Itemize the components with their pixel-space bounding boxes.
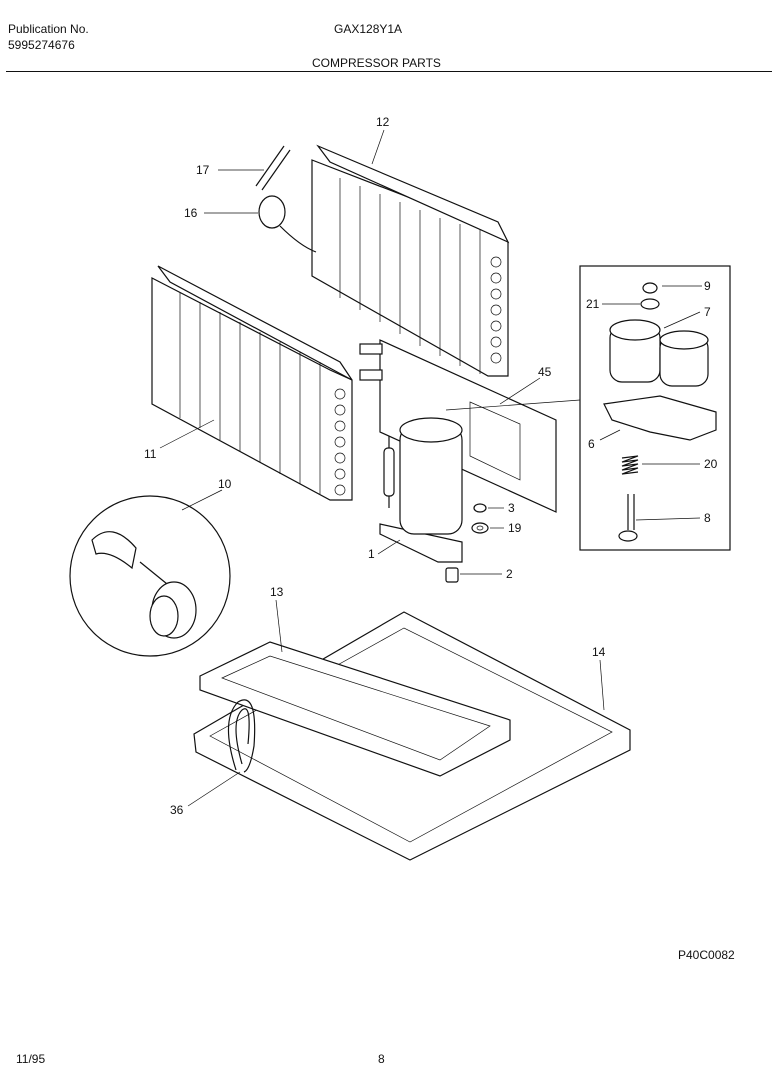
drain-pan-inner [221, 655, 491, 761]
nut-9 [642, 282, 658, 294]
callout-3: 3 [508, 501, 515, 515]
callout-12: 12 [376, 115, 390, 129]
callout-19: 19 [508, 521, 522, 535]
hose-36-inner [235, 708, 250, 765]
washer-19-hole [476, 525, 484, 531]
callout-2: 2 [506, 567, 513, 581]
capacitor-7 [609, 319, 709, 387]
callout-labels: 12 17 16 11 45 9 21 7 6 20 8 10 3 19 1 2… [144, 115, 718, 817]
publication-number: 5995274676 [8, 38, 75, 52]
grommet-3 [473, 503, 487, 513]
leader-lines [159, 129, 702, 807]
callout-45: 45 [538, 365, 552, 379]
callout-9: 9 [704, 279, 711, 293]
bolt-8 [618, 494, 638, 542]
tube-stub [359, 343, 383, 355]
clamp [91, 531, 137, 570]
motor-face [149, 595, 179, 637]
washer-21 [640, 298, 660, 310]
page-number: 8 [378, 1052, 385, 1066]
callout-10: 10 [218, 477, 232, 491]
header-rule [6, 71, 772, 72]
callout-7: 7 [704, 305, 711, 319]
tube-stub [359, 369, 383, 381]
callout-20: 20 [704, 457, 718, 471]
callout-16: 16 [184, 206, 198, 220]
bracket-6 [603, 395, 717, 441]
figure-code: P40C0082 [678, 948, 735, 962]
washer-19 [471, 522, 489, 534]
section-title: COMPRESSOR PARTS [312, 56, 441, 70]
compressor-1 [379, 417, 463, 563]
detail-inset-box [579, 265, 731, 551]
shroud-panel-45 [379, 339, 557, 513]
publication-label: Publication No. [8, 22, 89, 36]
callout-1: 1 [368, 547, 375, 561]
spring-20 [621, 455, 639, 475]
condenser-coil-12 [311, 144, 510, 377]
callout-6: 6 [588, 437, 595, 451]
capillary-tube-16-17 [255, 145, 317, 253]
callout-21: 21 [586, 297, 600, 311]
detail-circle-10 [69, 495, 231, 657]
drain-pan-13 [199, 641, 511, 777]
model-number: GAX128Y1A [334, 22, 403, 36]
evaporator-coil-11 [151, 265, 353, 501]
hose-36 [227, 699, 256, 773]
mount-2 [445, 567, 459, 583]
callout-11: 11 [144, 447, 157, 461]
callout-17: 17 [196, 163, 210, 177]
callout-13: 13 [270, 585, 284, 599]
shroud-window [469, 401, 521, 481]
footer-date: 11/95 [16, 1052, 46, 1066]
callout-8: 8 [704, 511, 711, 525]
callout-14: 14 [592, 645, 606, 659]
callout-36: 36 [170, 803, 184, 817]
